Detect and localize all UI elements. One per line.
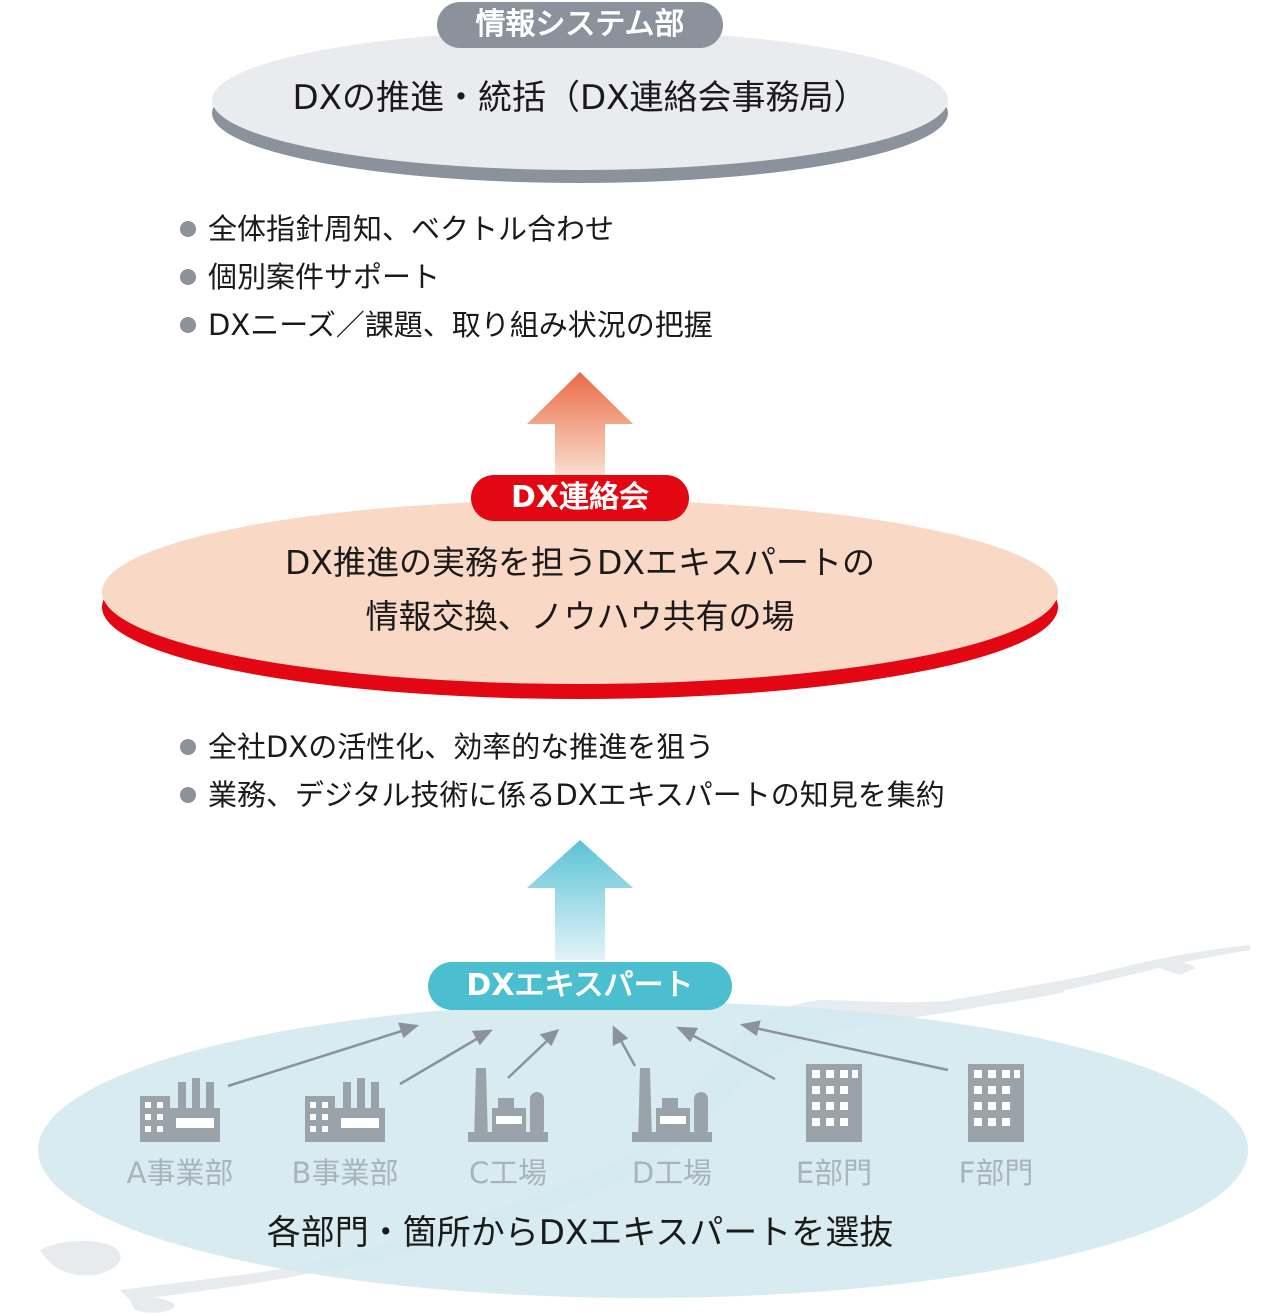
collection-arrows bbox=[227, 1020, 949, 1088]
unit-label-f: F部門 bbox=[958, 1156, 1034, 1190]
unit-label-e: E部門 bbox=[795, 1156, 873, 1190]
dx-council-badge: DX連絡会 bbox=[471, 475, 689, 521]
bullet-text: 個別案件サポート bbox=[208, 260, 441, 294]
bottom-disc bbox=[38, 1002, 1248, 1298]
office-factory-icon bbox=[140, 1078, 220, 1142]
bullet-dot-icon bbox=[180, 317, 196, 333]
bullet-text: 全体指針周知、ベクトル合わせ bbox=[208, 212, 615, 246]
bullet-item: 全社DXの活性化、効率的な推進を狙う bbox=[178, 723, 945, 771]
unit-label-b: B事業部 bbox=[291, 1156, 399, 1190]
middle-bullet-list: 全社DXの活性化、効率的な推進を狙う 業務、デジタル技術に係るDXエキスパートの… bbox=[178, 723, 945, 819]
bullet-text: DXニーズ／課題、取り組み状況の把握 bbox=[208, 308, 713, 342]
bullet-dot-icon bbox=[180, 269, 196, 285]
top-disc bbox=[212, 30, 948, 170]
bullet-text: 全社DXの活性化、効率的な推進を狙う bbox=[208, 730, 715, 764]
bullet-text: 業務、デジタル技術に係るDXエキスパートの知見を集約 bbox=[208, 778, 945, 812]
bottom-caption: 各部門・箇所からDXエキスパートを選抜 bbox=[266, 1213, 894, 1253]
bullet-dot-icon bbox=[180, 221, 196, 237]
top-bullet-list: 全体指針周知、ベクトル合わせ 個別案件サポート DXニーズ／課題、取り組み状況の… bbox=[178, 205, 713, 349]
factory-chimney-icon bbox=[632, 1068, 712, 1142]
office-factory-icon bbox=[305, 1078, 385, 1142]
unit-label-d: D工場 bbox=[631, 1156, 713, 1190]
bullet-item: DXニーズ／課題、取り組み状況の把握 bbox=[178, 301, 713, 349]
dx-expert-badge: DXエキスパート bbox=[428, 962, 732, 1010]
bullet-item: 個別案件サポート bbox=[178, 253, 713, 301]
office-building-icon bbox=[806, 1064, 862, 1142]
bullet-item: 全体指針周知、ベクトル合わせ bbox=[178, 205, 713, 253]
middle-disc bbox=[102, 500, 1058, 684]
unit-label-a: A事業部 bbox=[126, 1156, 234, 1190]
bullet-dot-icon bbox=[180, 787, 196, 803]
blue-arrow bbox=[527, 840, 633, 960]
orange-arrow bbox=[527, 372, 633, 480]
middle-disc-line2: 情報交換、ノウハウ共有の場 bbox=[365, 597, 795, 636]
bullet-dot-icon bbox=[180, 739, 196, 755]
factory-chimney-icon bbox=[468, 1068, 548, 1142]
unit-label-c: C工場 bbox=[468, 1156, 548, 1190]
office-building-icon bbox=[968, 1064, 1024, 1142]
info-systems-badge: 情報システム部 bbox=[437, 2, 723, 48]
middle-disc-line1: DX推進の実務を担うDXエキスパートの bbox=[284, 543, 876, 582]
top-disc-title: DXの推進・統括（DX連絡会事務局） bbox=[292, 78, 868, 118]
bullet-item: 業務、デジタル技術に係るDXエキスパートの知見を集約 bbox=[178, 771, 945, 819]
